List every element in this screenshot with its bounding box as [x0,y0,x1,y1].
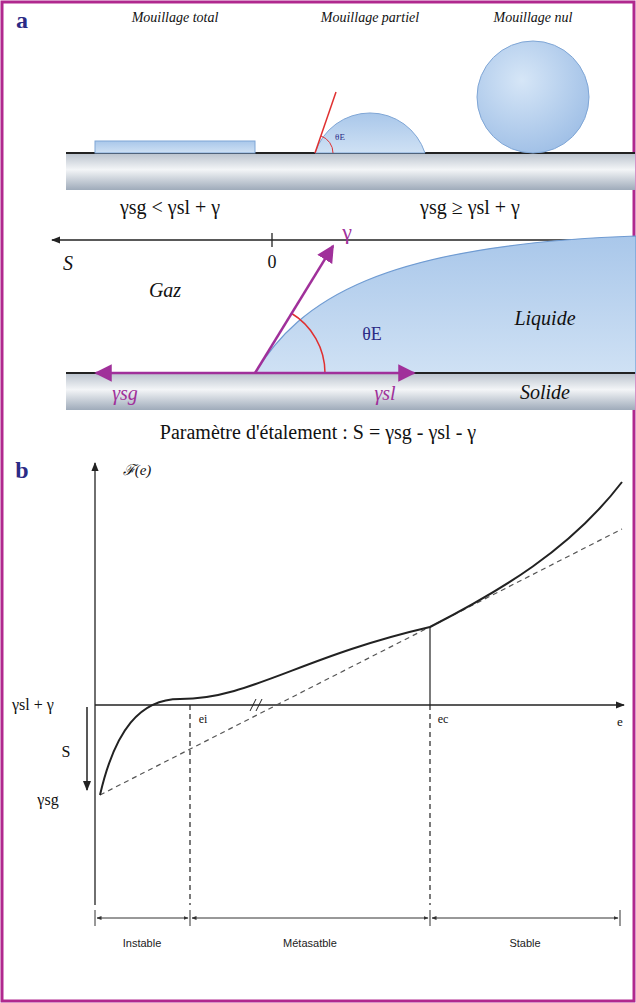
force-label: γ [342,220,352,244]
spreading-label: S [62,743,71,761]
thickness-label: ei [199,713,208,726]
angle-label: θE [335,133,345,143]
axis-tick-label: 0 [268,253,277,273]
panel-letter: a [16,7,28,33]
axis-label: ℱ(e) [123,462,152,479]
phase-label: Solide [520,381,570,403]
phase-label: Gaz [149,279,181,301]
stability-region: Métasatble [283,937,337,949]
level-label: γsg [37,791,58,809]
condition-label: γsg ≥ γsl + γ [420,196,520,218]
force-label: γsg [112,382,138,404]
condition-label: γsg < γsl + γ [120,196,220,218]
spreading-parameter: Paramètre d'étalement : S = γsg - γsl - … [160,421,476,443]
force-label: γsl [374,382,395,404]
stability-region: Stable [509,937,540,949]
stability-region: Instable [123,937,162,949]
regime-title: Mouillage total [132,10,219,25]
level-label: γsl + γ [12,696,54,714]
regime-title: Mouillage nul [494,10,573,25]
axis-label: e [617,715,623,729]
panel-letter: b [15,457,28,483]
angle-label: θE [362,325,382,345]
axis-label: S [63,252,73,274]
regime-title: Mouillage partiel [321,10,419,25]
thickness-label: ec [438,713,449,726]
phase-label: Liquide [514,307,575,329]
